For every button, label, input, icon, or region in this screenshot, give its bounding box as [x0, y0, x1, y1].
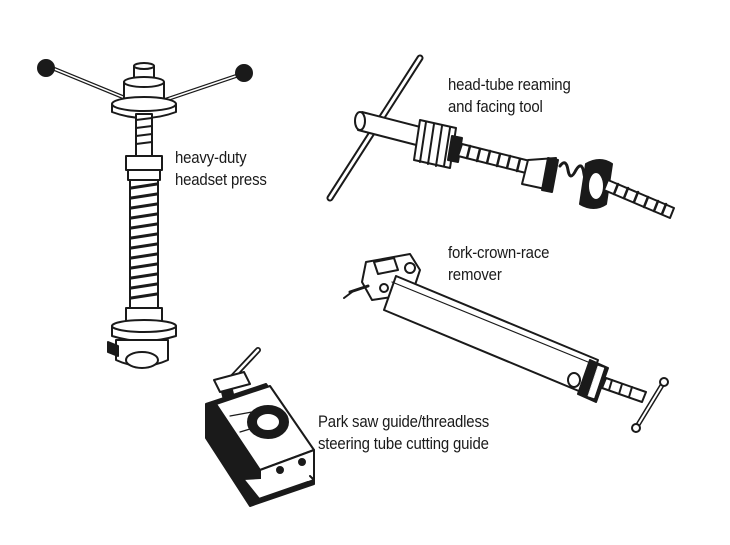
saw-guide-label: Park saw guide/threadless steering tube … [318, 411, 489, 455]
saw-guide-label-line1: Park saw guide/threadless [318, 412, 490, 431]
race-remover-label: fork-crown-race remover [448, 242, 549, 286]
headset-press-label: heavy-duty headset press [175, 147, 267, 191]
reaming-tool-label: head-tube reaming and facing tool [448, 74, 571, 118]
headset-press-label-line2: headset press [175, 170, 267, 189]
race-remover-drawing [343, 253, 669, 433]
headset-press-label-line1: heavy-duty [175, 148, 247, 167]
reaming-tool-label-line1: head-tube reaming [448, 75, 571, 94]
headset-press-drawing [37, 59, 253, 369]
race-remover-label-line2: remover [448, 265, 502, 284]
saw-guide-label-line2: steering tube cutting guide [318, 434, 489, 453]
reaming-tool-drawing [326, 54, 675, 219]
reaming-tool-label-line2: and facing tool [448, 97, 543, 116]
saw-guide-drawing [205, 347, 315, 507]
race-remover-label-line1: fork-crown-race [448, 243, 550, 262]
